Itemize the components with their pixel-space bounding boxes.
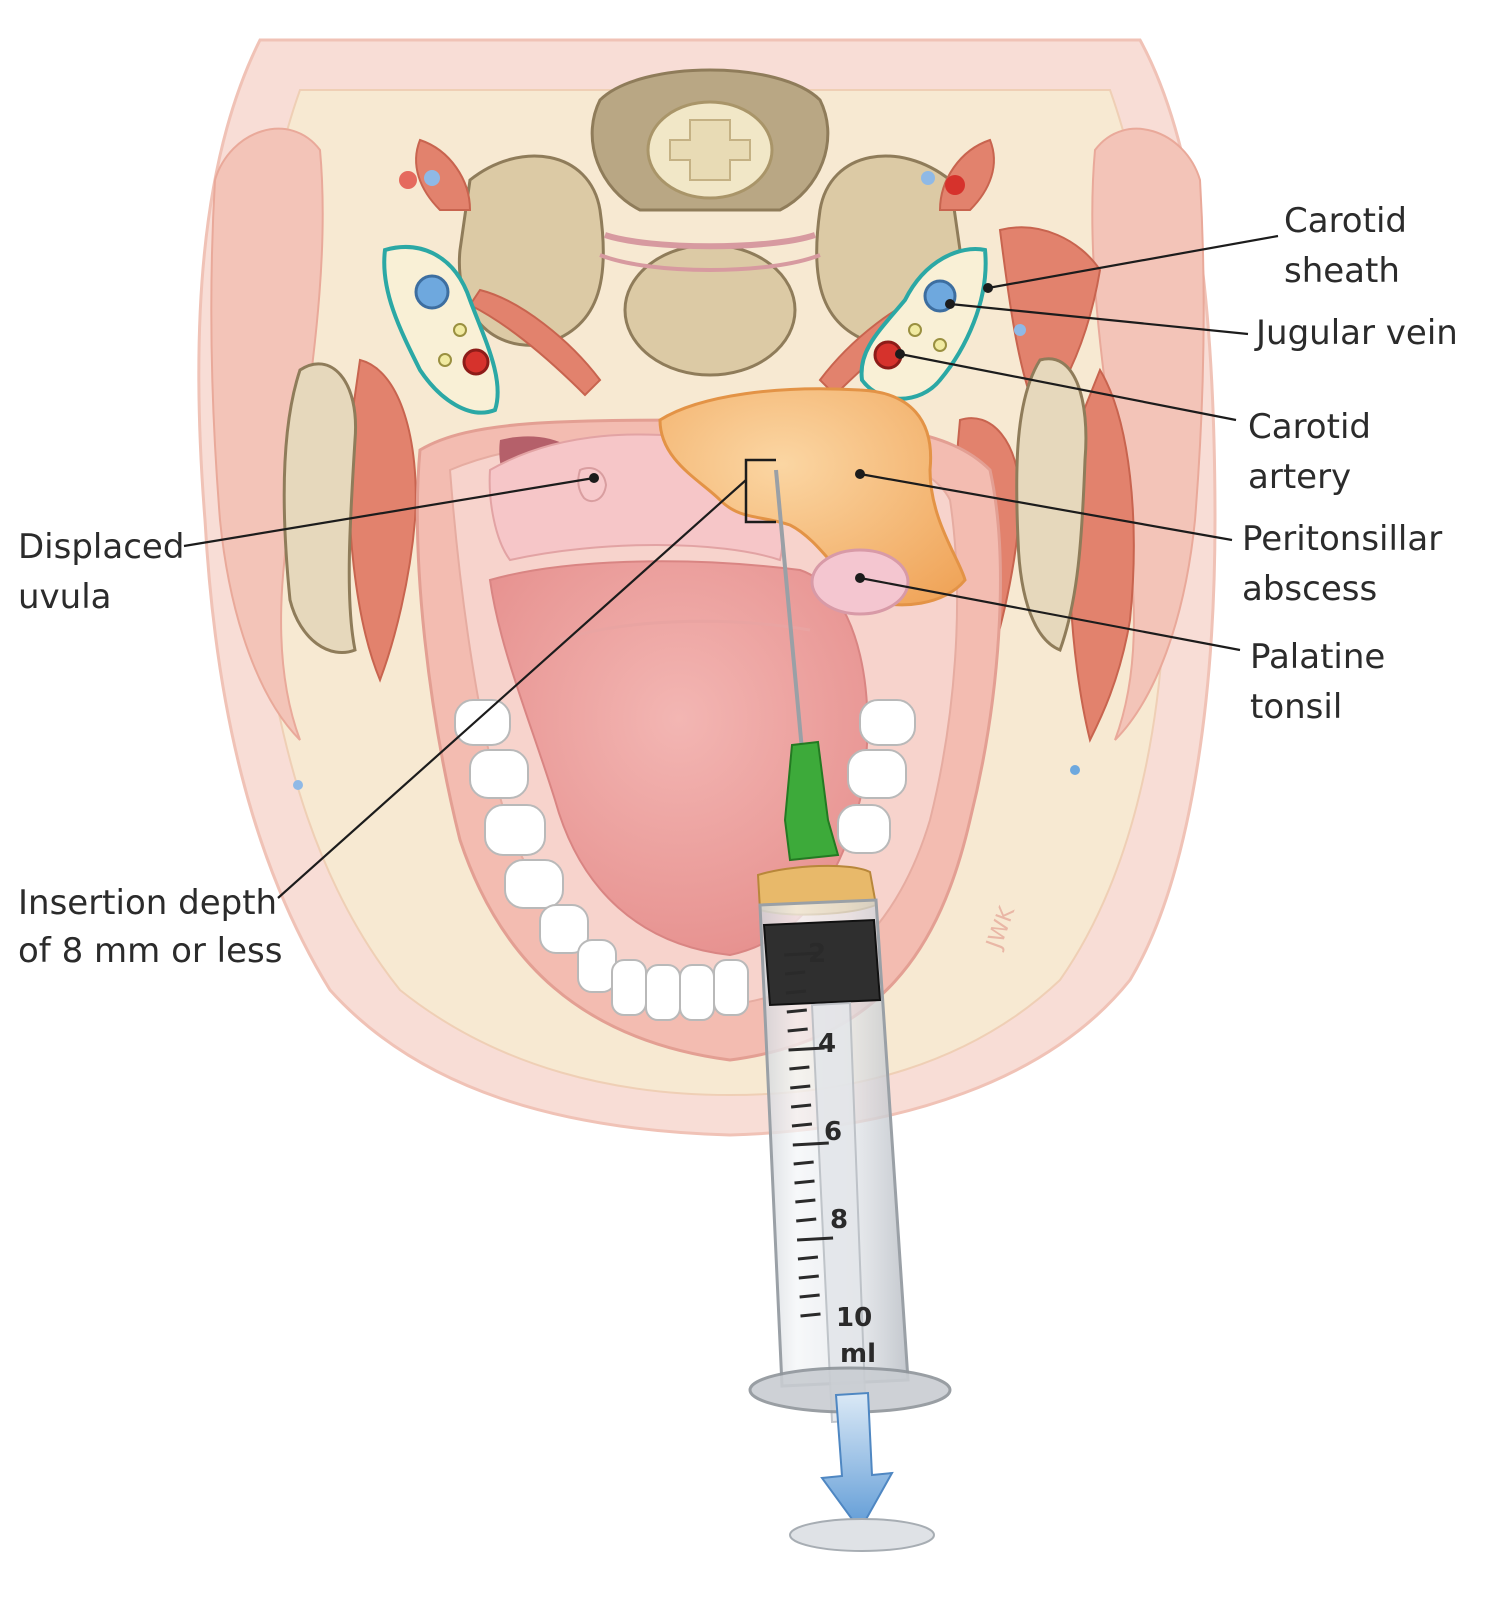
svg-text:abscess: abscess: [1242, 569, 1377, 609]
label-displaced-uvula: Displaced uvula: [18, 527, 184, 617]
scale-unit: ml: [840, 1339, 876, 1369]
scale-mark-10: 10: [836, 1303, 872, 1333]
syringe-tick: [798, 1274, 819, 1280]
syringe-tick: [790, 1084, 811, 1090]
small-vessels: [293, 170, 1080, 790]
mandible: [282, 357, 1088, 655]
syringe-tick: [795, 1198, 816, 1204]
syringe-tick: [785, 989, 807, 995]
label-jugular-vein: Jugular vein: [1254, 313, 1458, 353]
svg-text:sheath: sheath: [1284, 251, 1400, 291]
svg-text:Carotid: Carotid: [1248, 407, 1371, 447]
label-carotid-sheath: Carotid sheath: [1284, 201, 1407, 291]
svg-text:Peritonsillar: Peritonsillar: [1242, 519, 1442, 559]
syringe-tick: [794, 1179, 815, 1185]
syringe-tick: [800, 1312, 821, 1318]
label-peritonsillar-abscess: Peritonsillar abscess: [1242, 519, 1442, 609]
syringe-tick: [792, 1141, 829, 1147]
svg-text:Insertion depth: Insertion depth: [18, 883, 277, 923]
syringe-tick: [786, 1008, 807, 1014]
syringe-tick: [799, 1293, 820, 1299]
vertebra: [457, 68, 963, 377]
label-insertion-depth: Insertion depth of 8 mm or less: [18, 883, 282, 971]
svg-text:Palatine: Palatine: [1250, 637, 1385, 677]
syringe-tick: [790, 1103, 812, 1109]
syringe-tick: [784, 951, 821, 957]
scale-mark-6: 6: [824, 1117, 842, 1147]
syringe-tick: [791, 1122, 813, 1128]
syringe-tick: [797, 1255, 819, 1261]
syringe-tick: [789, 1065, 810, 1071]
syringe-tick: [787, 1027, 808, 1033]
label-palatine-tonsil: Palatine tonsil: [1250, 637, 1385, 727]
teeth: [454, 699, 916, 1021]
withdraw-arrow: [820, 1391, 894, 1532]
svg-text:artery: artery: [1248, 457, 1351, 497]
label-carotid-artery: Carotid artery: [1248, 407, 1371, 497]
syringe-tick: [788, 1046, 825, 1052]
syringe-tick: [796, 1217, 817, 1223]
leader-lines: [183, 234, 1279, 899]
scale-mark-8: 8: [830, 1205, 848, 1235]
svg-text:tonsil: tonsil: [1250, 687, 1342, 727]
syringe-tick: [793, 1160, 814, 1166]
carotid-sheath-left: [382, 245, 500, 415]
svg-text:of 8 mm or less: of 8 mm or less: [18, 931, 282, 971]
svg-text:Carotid: Carotid: [1284, 201, 1407, 241]
needle-hub: [783, 740, 840, 862]
syringe-tick: [796, 1236, 834, 1242]
peritonsillar-abscess: [658, 387, 967, 607]
scale-mark-2: 2: [808, 939, 826, 969]
svg-text:uvula: uvula: [18, 577, 112, 617]
svg-text:Jugular vein: Jugular vein: [1254, 313, 1458, 353]
svg-text:Displaced: Displaced: [18, 527, 184, 567]
needle: [774, 469, 804, 751]
syringe: 2 4 6 8 10 ml: [748, 469, 952, 1552]
syringe-tick: [784, 970, 806, 976]
scale-mark-4: 4: [818, 1029, 836, 1059]
insertion-depth-bracket: [744, 458, 776, 524]
